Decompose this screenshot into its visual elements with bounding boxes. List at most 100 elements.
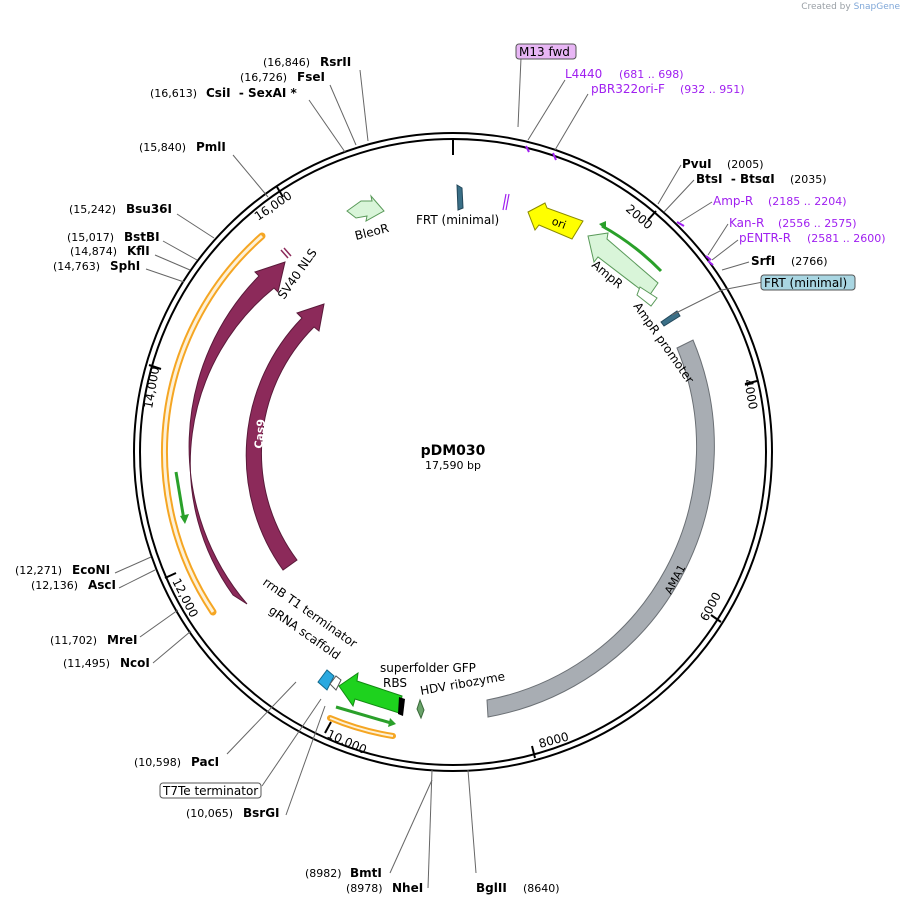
- leader-kfli: [154, 254, 191, 271]
- site-name-paci: PacI: [191, 755, 219, 769]
- frt-inner-marker: [456, 184, 464, 211]
- sv40-nls-marker: [280, 247, 292, 259]
- bleor-arrow: [346, 194, 385, 222]
- tick-2000: [647, 210, 657, 221]
- tick-4000: [744, 380, 758, 385]
- green-strand-arrow-left: [174, 471, 186, 521]
- leader-lines: [114, 57, 764, 889]
- leader-kan-r: [707, 223, 729, 256]
- site-name-mrei: MreI: [107, 633, 137, 647]
- tick-label-6000: 6000: [697, 590, 724, 624]
- leader-fsei: [329, 84, 357, 146]
- site-pos-paci: (10,598): [134, 756, 181, 769]
- primer-name-amp-r: Amp-R: [713, 194, 753, 208]
- m13-fwd-label: M13 fwd: [519, 45, 570, 59]
- ama1-arrow: [486, 339, 715, 718]
- tick-14000: [148, 364, 162, 370]
- ori-arrow: [527, 202, 584, 240]
- primer-mark-pbr322: [552, 152, 557, 161]
- tick-8000: [531, 745, 536, 759]
- site-name-pvui: PvuI: [682, 157, 712, 171]
- tick-6000: [710, 614, 722, 623]
- primer-mark-m13: [502, 193, 510, 211]
- leader-asci: [118, 569, 156, 589]
- primer-pos-pbr322: (932 .. 951): [680, 83, 745, 96]
- leader-bmti: [389, 779, 433, 874]
- primer-mark-kanr: [705, 255, 712, 261]
- grna-scaffold-marker: [317, 669, 335, 691]
- primer-marks: [502, 145, 714, 266]
- site-name-btsi: BtsI - BtsαI: [696, 172, 775, 186]
- site-name-nhei: NheI: [392, 881, 423, 895]
- site-name-ncoi: NcoI: [120, 656, 150, 670]
- leader-bsu36i: [176, 213, 215, 239]
- leader-m13: [517, 57, 522, 128]
- site-pos-bglii: (8640): [523, 882, 560, 895]
- primer-name-pbr322: pBR322ori-F: [591, 82, 665, 96]
- site-name-econi: EcoNI: [72, 563, 110, 577]
- tick-16000: [276, 186, 284, 198]
- site-name-srfi: SrfI: [751, 254, 775, 268]
- cas9-outer-label: Cas9: [196, 411, 209, 441]
- site-pos-econi: (12,271): [15, 564, 62, 577]
- leader-mrei: [139, 609, 179, 638]
- tick-label-2000: 2000: [623, 202, 655, 233]
- site-pos-pmli: (15,840): [139, 141, 186, 154]
- m13-fwd-box: [515, 43, 577, 60]
- site-name-pmli: PmlI: [196, 140, 226, 154]
- primer-pos-amp-r: (2185 .. 2204): [768, 195, 847, 208]
- cas9-inner-label: Cas9: [252, 418, 268, 449]
- site-name-kfli: KflI: [127, 244, 150, 258]
- tick-12000: [164, 572, 177, 579]
- ampr-promoter-arrow: [660, 310, 681, 327]
- leader-pvui: [657, 164, 682, 205]
- site-name-asci: AscI: [88, 578, 116, 592]
- sfgfp-orange-band-inner: [329, 717, 394, 737]
- site-name-bsu36i: Bsu36I: [126, 202, 172, 216]
- sfgfp-green-strand-head: [388, 718, 396, 727]
- site-pos-srfi: (2766): [791, 255, 828, 268]
- leader-btsi: [663, 179, 695, 213]
- site-pos-sphi: (14,763): [53, 260, 100, 273]
- primer-mark-pentr: [707, 260, 714, 266]
- site-name-csii: CsiI - SexAI *: [206, 86, 297, 100]
- green-strand-arrow-left-head: [180, 514, 189, 524]
- leader-pmli: [232, 154, 269, 198]
- leader-paci: [226, 681, 297, 755]
- primer-labels: L4440 (681 .. 698) pBR322ori-F (932 .. 9…: [565, 67, 886, 245]
- t7te-box: [159, 782, 262, 799]
- backbone-outer-ring: [133, 132, 773, 772]
- leader-pbr322: [554, 93, 589, 151]
- ampr-arrow: [587, 232, 659, 297]
- site-pos-nhei: (8978): [346, 882, 383, 895]
- plasmid-name: pDM030: [421, 443, 486, 459]
- site-pos-kfli: (14,874): [70, 245, 117, 258]
- site-pos-bsrgi: (10,065): [186, 807, 233, 820]
- site-name-bmti: BmtI: [350, 866, 382, 880]
- site-pos-rsrii: (16,846): [263, 56, 310, 69]
- bleor-label: BleoR: [353, 221, 390, 243]
- site-name-fsei: FseI: [297, 70, 325, 84]
- hdv-ribozyme-marker: [416, 698, 425, 720]
- primer-name-l4440: L4440: [565, 67, 602, 81]
- leader-srfi: [721, 261, 750, 271]
- sfgfp-end-cap: [398, 697, 405, 716]
- leader-l4440: [527, 79, 566, 141]
- frt-inner-label: FRT (minimal): [416, 213, 499, 227]
- primer-mark-ampr: [676, 221, 685, 227]
- plasmid-length: 17,590 bp: [425, 459, 481, 472]
- site-name-bstbi: BstBI: [124, 230, 160, 244]
- tick-10000: [324, 721, 332, 734]
- rbs-label: RBS: [383, 676, 407, 690]
- ampr-green-strand-head: [599, 221, 606, 230]
- frt-outer-label: FRT (minimal): [764, 276, 847, 290]
- credit-prefix: Created by: [801, 2, 851, 12]
- leader-rsrii: [359, 69, 369, 142]
- site-pos-ncoi: (11,495): [63, 657, 110, 670]
- ampr-dotted-end: [636, 286, 658, 307]
- site-name-rsrii: RsrII: [320, 55, 351, 69]
- primer-name-pentr-r: pENTR-R: [739, 231, 791, 245]
- site-pos-bsu36i: (15,242): [69, 203, 116, 216]
- leader-bstbi: [162, 240, 198, 261]
